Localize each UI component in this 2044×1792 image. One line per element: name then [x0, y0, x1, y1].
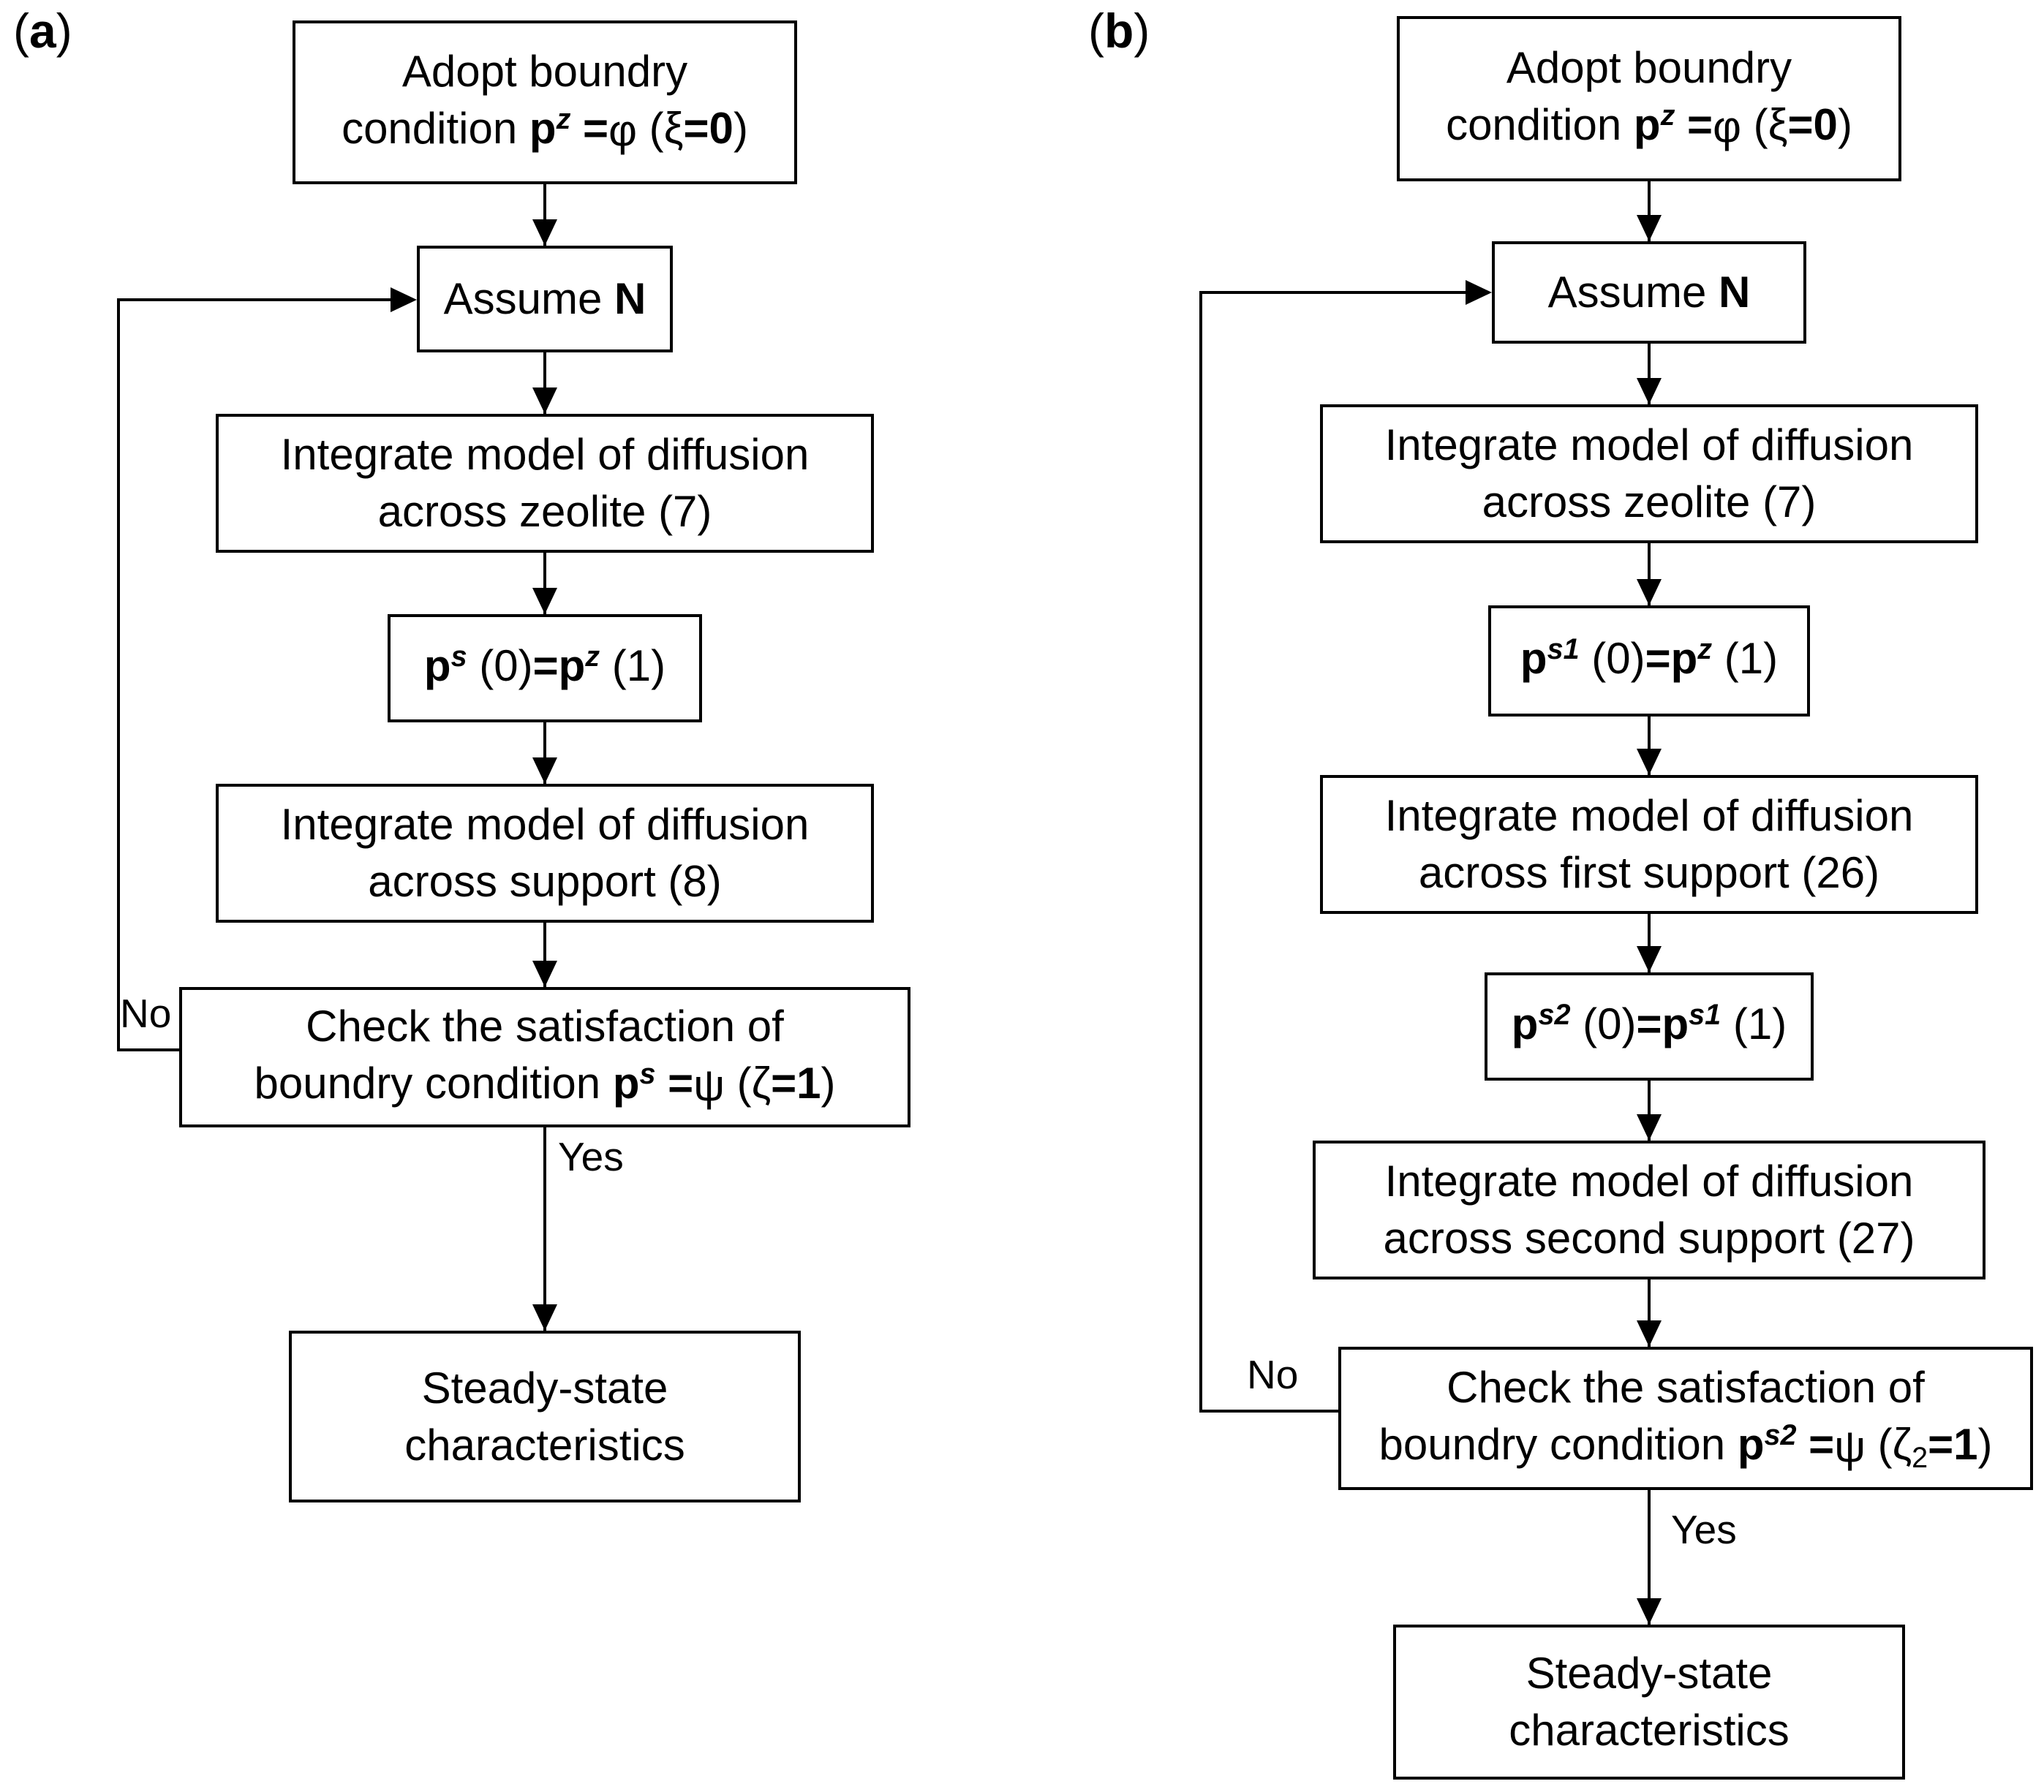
edge-line-a1: [543, 184, 546, 246]
arrowhead-down-icon: [532, 757, 557, 784]
arrowhead-down-icon: [532, 387, 557, 414]
yes-label-b: Yes: [1671, 1507, 1737, 1552]
no-loop-line-b: [1199, 291, 1466, 294]
node-continuity1-b: ps1 (0)=pz (1): [1488, 605, 1810, 717]
arrowhead-down-icon: [1637, 749, 1662, 775]
yes-label-a: Yes: [558, 1134, 624, 1179]
edge-line-a2: [543, 352, 546, 414]
edge-line-b3: [1648, 543, 1651, 605]
node-continuity2-b: ps2 (0)=ps1 (1): [1485, 972, 1814, 1081]
no-loop-line-a: [117, 298, 120, 1051]
arrowhead-down-icon: [1637, 1320, 1662, 1347]
panel-a-label: (a): [13, 4, 72, 58]
edge-line-yes-b: [1648, 1490, 1651, 1625]
edge-line-b4: [1648, 717, 1651, 775]
arrowhead-down-icon: [532, 219, 557, 246]
edge-line-yes-a: [543, 1127, 546, 1331]
edge-line-b5: [1648, 914, 1651, 972]
arrowhead-down-icon: [1637, 378, 1662, 404]
arrowhead-down-icon: [1637, 579, 1662, 605]
no-loop-line-a: [117, 1048, 181, 1051]
no-loop-line-a: [117, 298, 391, 301]
arrowhead-down-icon: [1637, 215, 1662, 241]
arrowhead-right-icon: [1466, 280, 1492, 305]
no-label-b: No: [1247, 1352, 1299, 1397]
edge-line-b2: [1648, 344, 1651, 404]
arrowhead-right-icon: [391, 287, 417, 312]
no-loop-line-b: [1199, 1410, 1340, 1413]
arrowhead-down-icon: [532, 588, 557, 614]
arrowhead-down-icon: [1637, 946, 1662, 972]
node-assume-n-a: Assume N: [417, 246, 673, 352]
arrowhead-down-icon: [1637, 1114, 1662, 1141]
arrowhead-down-icon: [1637, 1598, 1662, 1625]
arrowhead-down-icon: [532, 961, 557, 987]
no-loop-line-b: [1199, 291, 1202, 1413]
panel-b-label: (b): [1088, 4, 1150, 58]
edge-line-b1: [1648, 181, 1651, 241]
edge-line-a5: [543, 923, 546, 987]
arrowhead-down-icon: [532, 1304, 557, 1331]
node-continuity-a: ps (0)=pz (1): [388, 614, 702, 722]
edge-line-a4: [543, 722, 546, 784]
edge-line-b7: [1648, 1279, 1651, 1347]
no-label-a: No: [120, 991, 172, 1036]
edge-line-b6: [1648, 1081, 1651, 1141]
edge-line-a3: [543, 553, 546, 614]
node-assume-n-b: Assume N: [1492, 241, 1806, 344]
